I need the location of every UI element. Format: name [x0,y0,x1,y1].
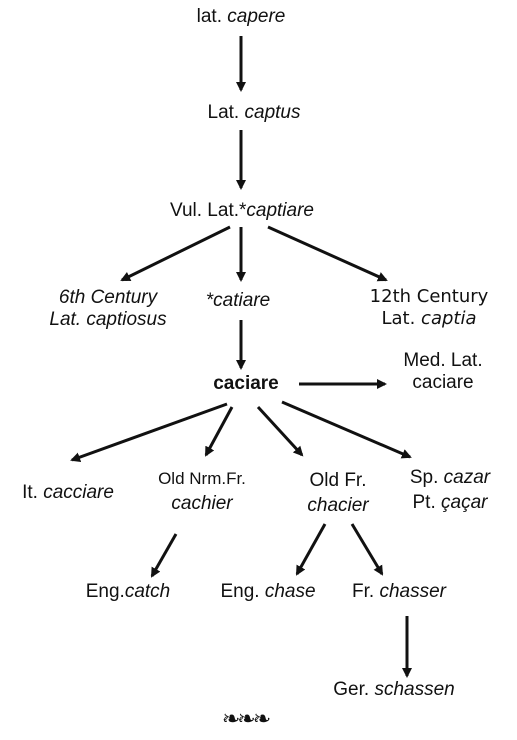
node-captus-prefix: Lat. [207,102,245,123]
node-capere-word: capere [227,6,286,27]
node-catch-word: catch [124,581,171,602]
arrow-caciare-cazar [281,400,412,459]
node-med-caciare-line1: Med. Lat. [403,350,483,371]
arrow-captiare-captia [267,225,388,282]
arrow-caciare-cachier [204,406,234,457]
node-chase: Eng. chase [220,581,315,603]
node-cachier-line1: Old Nrm.Fr. [158,469,246,488]
node-cazar-prefix2: Pt. [412,492,442,513]
node-caciare-word: caciare [213,373,279,394]
node-capere: lat. capere [197,6,286,28]
node-catch-prefix: Eng. [85,581,125,602]
node-chacier-word: chacier [307,495,369,516]
node-cazar-prefix1: Sp. [409,467,444,488]
node-chacier-line1: Old Fr. [309,470,367,491]
node-cazar-word1: cazar [443,467,491,488]
node-captia-line1: 12th Century [369,286,489,307]
node-chasser: Fr. chasser [352,581,446,603]
node-chasser-word: chasser [379,581,446,602]
node-captiare-word: captiare [246,200,315,221]
node-chasser-prefix: Fr. [352,581,380,602]
node-captus-word: captus [244,102,301,123]
node-captus: Lat. captus [208,102,301,124]
node-captiare-prefix: Vul. Lat.* [169,200,247,221]
node-captiare: Vul. Lat.*captiare [170,200,314,222]
node-cacciare: It. cacciare [22,482,114,504]
node-captiosus-line2: Lat. captiosus [49,309,167,330]
node-captia-word: captia [421,308,477,329]
floral-ornament: ❧❧❧ [221,707,271,732]
node-schassen-word: schassen [374,679,455,700]
node-cacciare-prefix: It. [22,482,44,503]
node-med-caciare-line2: caciare [412,372,474,393]
node-cazar: Sp. cazar Pt. çaçar [410,467,490,514]
node-captiosus-line1: 6th Century [58,287,158,308]
node-caciare: caciare [213,373,279,395]
node-catch: Eng.catch [86,581,171,603]
node-chacier: Old Fr. chacier [307,470,368,517]
floral-heart-icon: ❧❧❧ [221,707,271,732]
node-captia: 12th Century Lat. captia [370,286,489,330]
node-catiare: *catiare [206,290,270,312]
node-chase-word: chase [264,581,316,602]
arrow-chacier-chase [295,523,327,576]
node-captia-prefix: Lat. [381,308,422,329]
arrow-captiare-captiosus [120,225,231,282]
node-cachier: Old Nrm.Fr. cachier [158,468,246,515]
node-schassen-prefix: Ger. [333,679,375,700]
arrow-caciare-cacciare [70,402,228,462]
node-chase-prefix: Eng. [220,581,265,602]
arrow-cachier-catch [150,533,178,578]
node-med-caciare: Med. Lat. caciare [403,350,482,394]
arrow-chacier-chasser [350,523,384,576]
node-cazar-word2: çaçar [441,492,488,513]
arrow-caciare-chacier [256,405,304,457]
node-cachier-word: cachier [171,493,233,514]
node-catiare-word: *catiare [205,290,271,311]
node-schassen: Ger. schassen [333,679,454,701]
node-captiosus: 6th Century Lat. captiosus [49,287,166,331]
node-cacciare-word: cacciare [43,482,114,503]
node-capere-prefix: lat. [196,6,228,27]
